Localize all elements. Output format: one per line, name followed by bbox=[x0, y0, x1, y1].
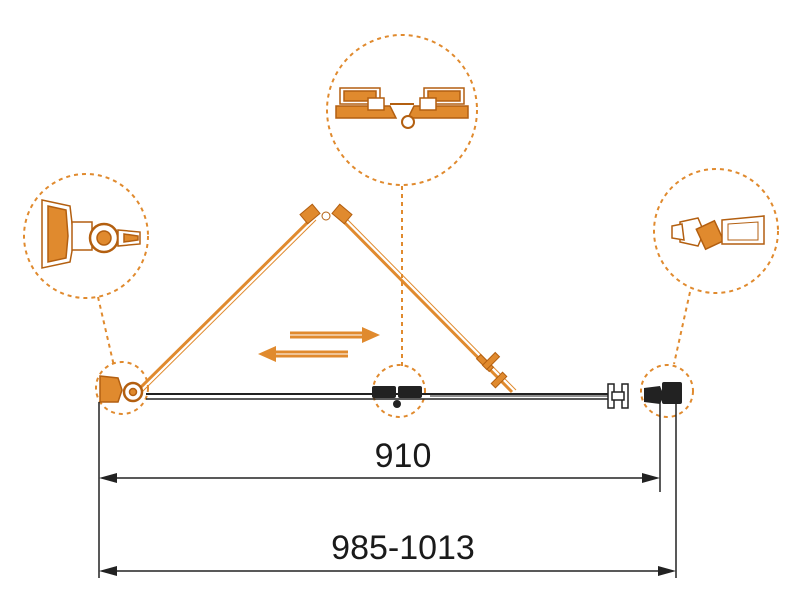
wall-hinge-detail-icon bbox=[41, 199, 141, 269]
door-handle-icon bbox=[475, 351, 508, 389]
left-hinge-icon bbox=[99, 375, 144, 403]
stopper-icon bbox=[607, 383, 629, 409]
right-detail-callout bbox=[653, 168, 779, 294]
fold-hinge-icon bbox=[299, 203, 353, 225]
door-track bbox=[146, 382, 682, 409]
outer-dimension-label: 985-1013 bbox=[331, 529, 475, 567]
center-detail-callout bbox=[326, 34, 478, 186]
dimension-lines bbox=[98, 402, 677, 578]
right-detail-circle bbox=[653, 168, 779, 294]
right-callout-leader bbox=[673, 291, 691, 365]
right-wall-marker bbox=[640, 364, 694, 418]
left-detail-circle bbox=[23, 173, 149, 299]
right-wall-profile-icon bbox=[644, 382, 682, 404]
folded-door-leaves bbox=[99, 203, 517, 403]
center-magnetic-seal-detail-icon bbox=[335, 87, 469, 129]
inner-dimension-label: 910 bbox=[375, 437, 432, 475]
center-seal-icon bbox=[372, 386, 422, 408]
center-detail-circle bbox=[326, 34, 478, 186]
left-hinge-marker bbox=[95, 361, 149, 415]
left-detail-callout bbox=[23, 173, 149, 299]
right-wall-seal-detail-icon bbox=[671, 215, 765, 251]
left-callout-leader bbox=[97, 296, 115, 367]
double-arrow-icon bbox=[258, 327, 380, 362]
